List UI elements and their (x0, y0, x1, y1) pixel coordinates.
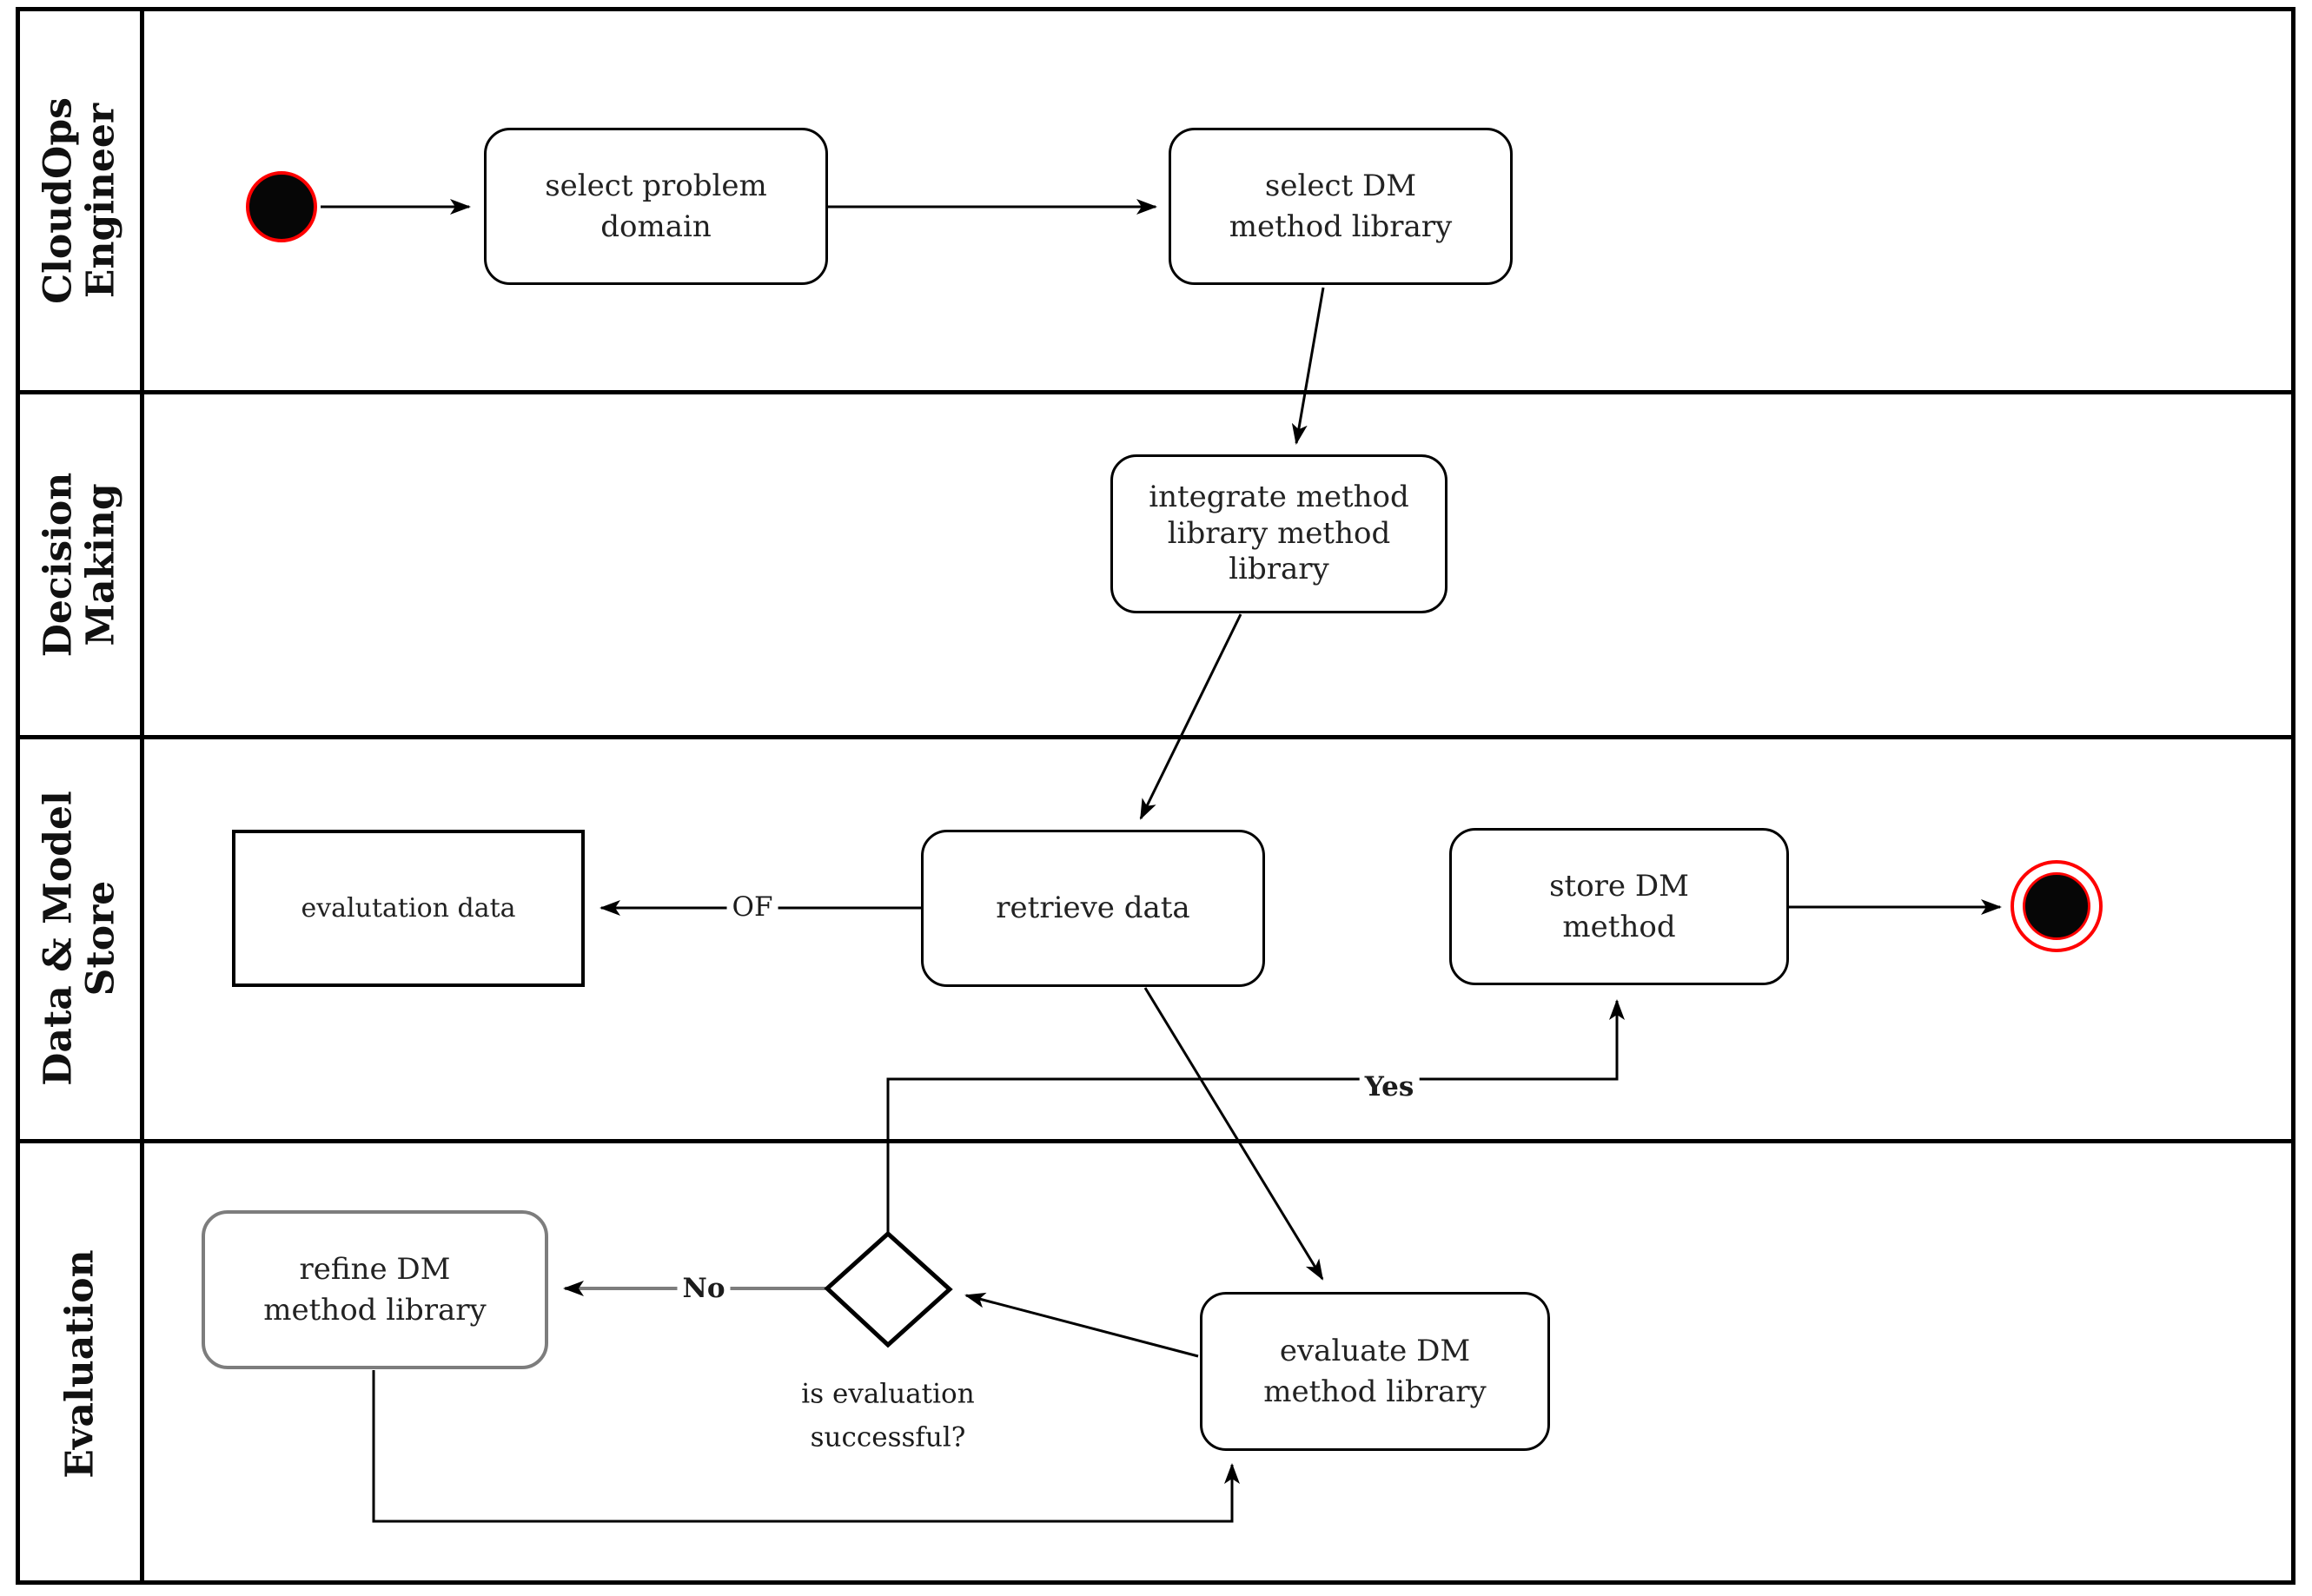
lane-divider-3 (16, 1139, 2295, 1143)
activity-label-line: evaluate DM (1279, 1333, 1471, 1368)
decision-question: is evaluation successful? (801, 1373, 974, 1459)
activity-select-dm-method-library: select DM method library (1169, 128, 1513, 285)
activity-label-line: select DM (1264, 168, 1417, 203)
activity-label-line: integrate method (1149, 480, 1409, 515)
activity-label-line: library (1229, 552, 1329, 587)
edge-label-of: OF (726, 891, 778, 923)
lane-label-line: Decision (36, 472, 81, 658)
activity-label-line: refine DM (299, 1251, 451, 1287)
lane-label-line: Store (79, 880, 123, 997)
lane-divider-1 (16, 390, 2295, 394)
final-node-core (2023, 872, 2090, 940)
lane-label-line: CloudOps (36, 97, 81, 304)
lane-label-data-model-store: Data & Model Store (36, 791, 123, 1086)
activity-integrate-method-library: integrate method library method library (1110, 454, 1447, 613)
lane-label-line: Making (79, 483, 123, 646)
activity-label-line: library method (1167, 515, 1391, 551)
decision-question-line: successful? (810, 1421, 966, 1453)
activity-label-line: retrieve data (996, 891, 1190, 926)
decision-question-line: is evaluation (801, 1378, 975, 1410)
lane-label-line: Data & Model (36, 791, 81, 1086)
object-label: evalutation data (301, 893, 516, 924)
lane-label-evaluation: Evaluation (57, 1249, 103, 1479)
activity-label-line: store DM (1549, 868, 1689, 904)
activity-store-dm-method: store DM method (1449, 828, 1789, 985)
lane-label-cloudops-engineer: CloudOps Engineer (36, 97, 123, 304)
diagram-border (16, 7, 2295, 1585)
edge-label-no: No (677, 1273, 731, 1304)
activity-label-line: method library (263, 1292, 487, 1328)
lane-label-line: Evaluation (57, 1249, 103, 1479)
activity-retrieve-data: retrieve data (921, 830, 1265, 987)
lane-label-decision-making: Decision Making (36, 472, 123, 658)
activity-label-line: method (1562, 909, 1676, 944)
lane-label-line: Engineer (79, 103, 123, 299)
activity-select-problem-domain: select problem domain (484, 128, 828, 285)
activity-refine-dm-method-library: refine DM method library (202, 1210, 548, 1369)
initial-node (246, 171, 317, 242)
object-evalutation-data: evalutation data (232, 830, 585, 987)
edge-label-yes: Yes (1359, 1071, 1420, 1103)
activity-label-line: domain (600, 209, 712, 244)
activity-label-line: method library (1263, 1374, 1487, 1409)
lane-divider-2 (16, 735, 2295, 739)
lane-header-divider (140, 7, 144, 1585)
final-node (2011, 860, 2103, 952)
activity-evaluate-dm-method-library: evaluate DM method library (1200, 1292, 1550, 1451)
activity-label-line: select problem (545, 168, 767, 203)
activity-label-line: method library (1229, 209, 1453, 244)
